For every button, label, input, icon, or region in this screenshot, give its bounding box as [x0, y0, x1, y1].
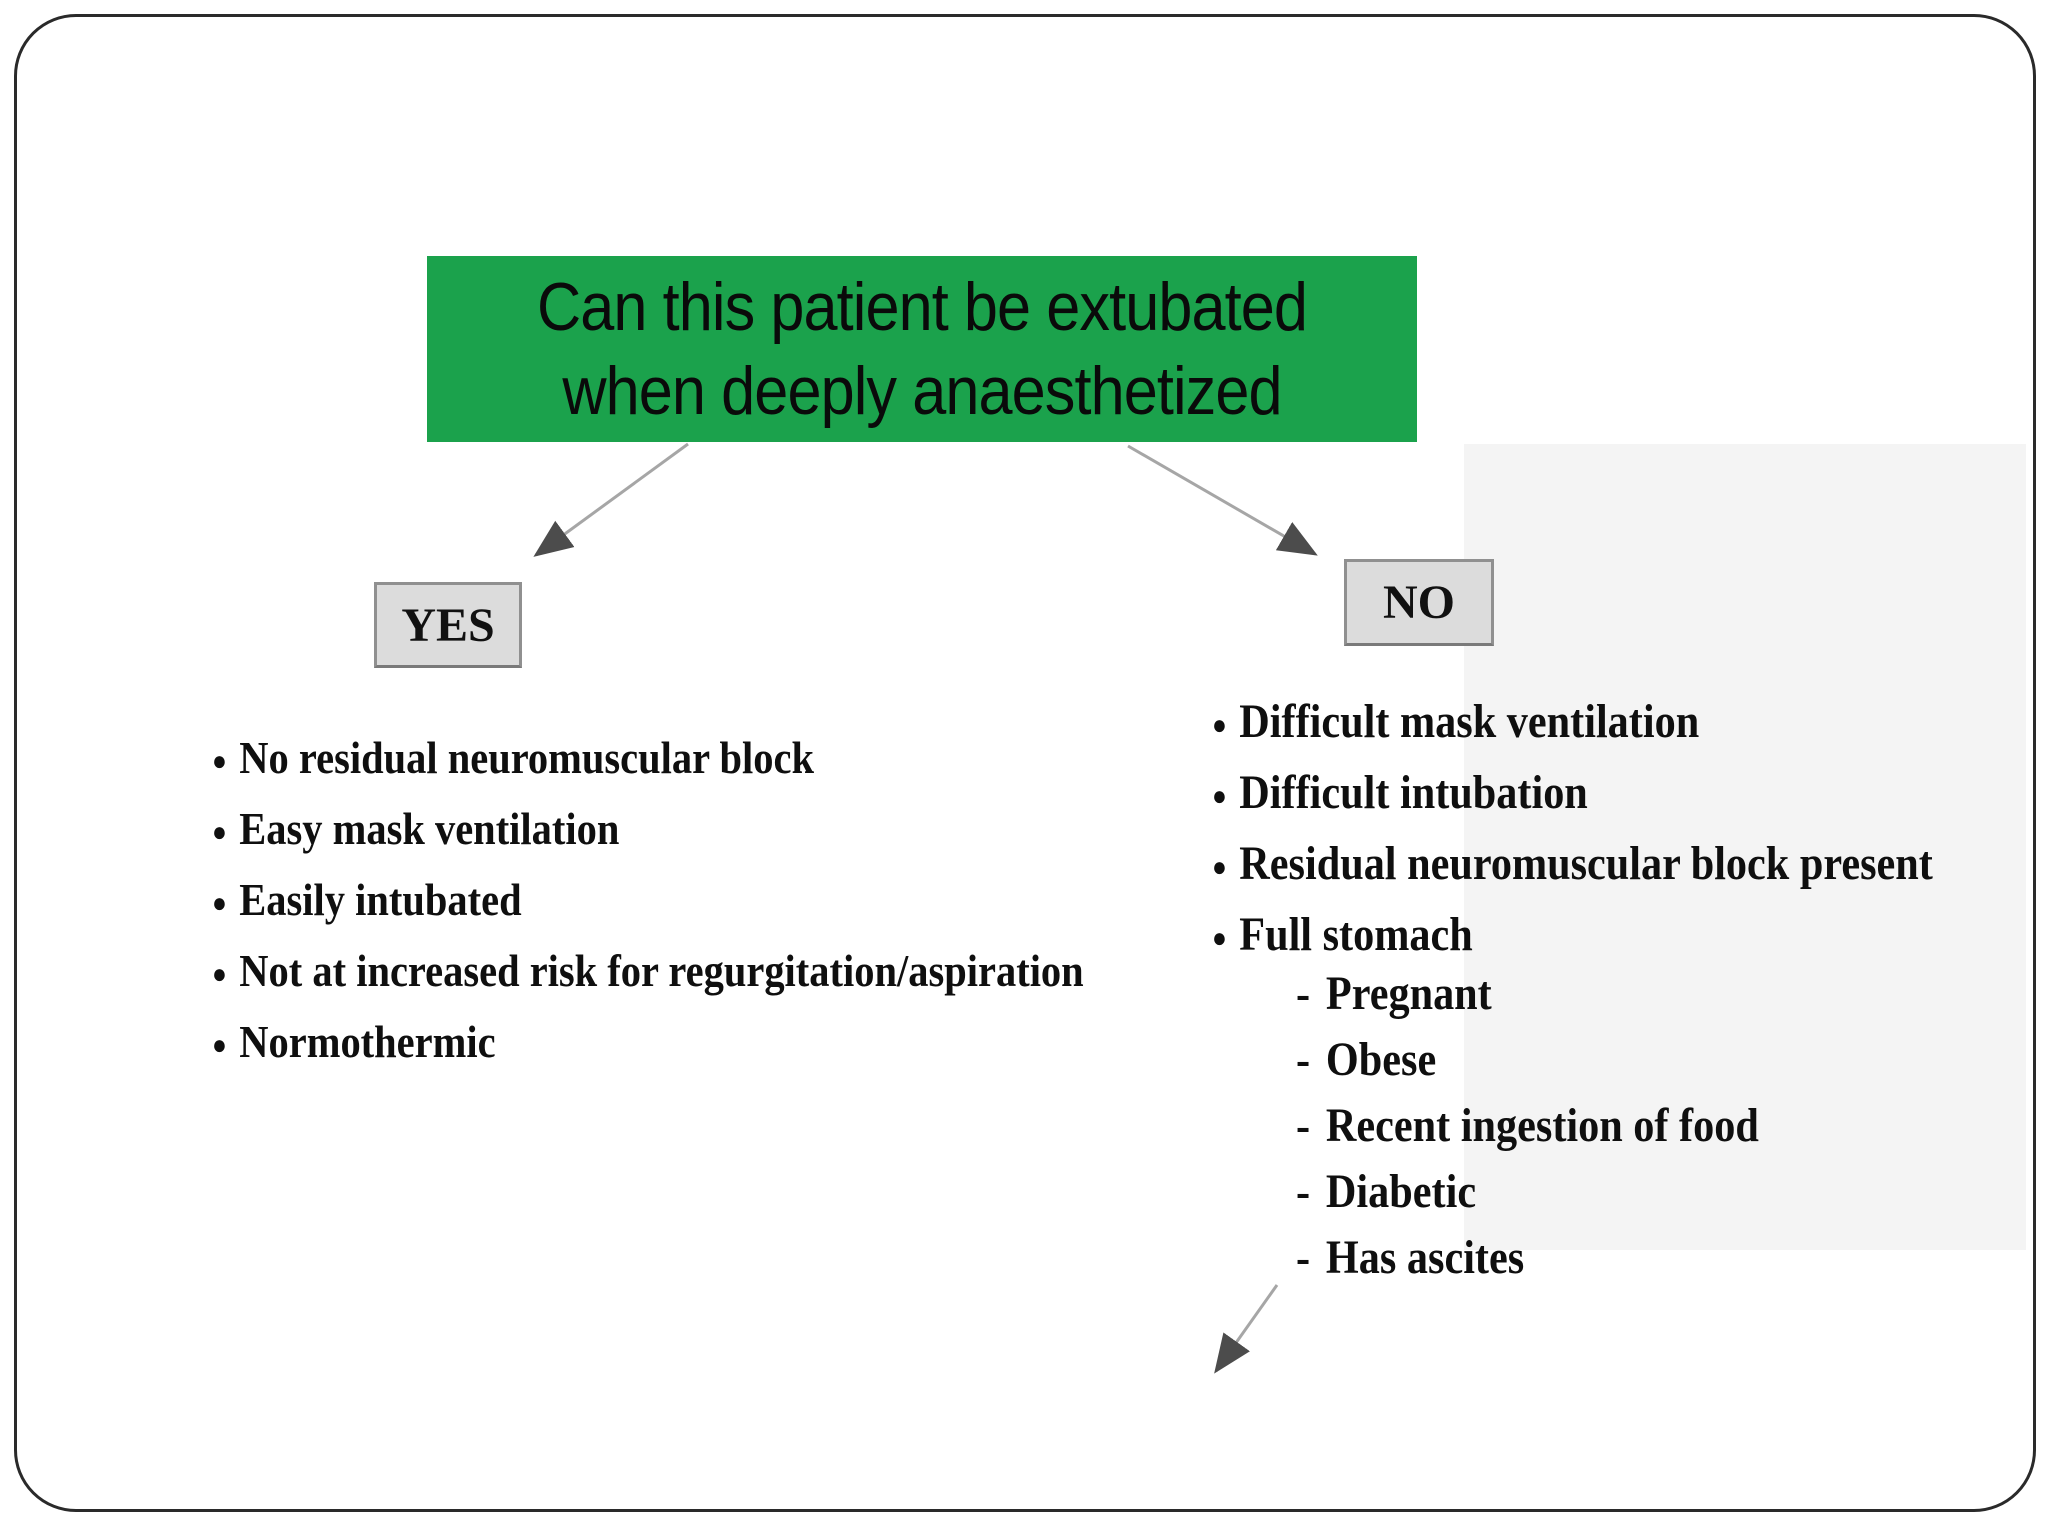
question-banner: Can this patient be extubated when deepl…	[427, 256, 1417, 442]
list-item-label: Residual neuromuscular block present	[1239, 837, 1933, 890]
list-item: ● Full stomach	[1212, 901, 1933, 972]
dash-marker: -	[1296, 1033, 1311, 1086]
list-item: ● Not at increased risk for regurgitation…	[212, 937, 1084, 1008]
bullet-marker: ●	[1212, 852, 1227, 883]
list-item-label: Easy mask ventilation	[239, 803, 620, 854]
question-line-1: Can this patient be extubated	[536, 269, 1308, 345]
list-item-label: Full stomach	[1239, 908, 1473, 961]
list-item: ● Residual neuromuscular block present	[1212, 830, 1933, 901]
arrow-to-no	[1127, 444, 1318, 556]
arrow-to-yes	[533, 442, 689, 557]
yes-criteria-list: ● No residual neuromuscular block ● Easy m…	[212, 724, 1084, 1079]
list-item: ● No residual neuromuscular block	[212, 724, 1084, 795]
list-item-label: Normothermic	[239, 1016, 496, 1067]
list-item-label: Easily intubated	[239, 874, 522, 925]
question-line-2: when deeply anaesthetized	[562, 353, 1282, 429]
sub-list-item-label: Pregnant	[1325, 967, 1492, 1020]
list-item: ● Difficult mask ventilation	[1212, 688, 1933, 759]
yes-label: YES	[401, 598, 495, 652]
bullet-marker: ●	[212, 817, 227, 848]
list-item: ● Easy mask ventilation	[212, 795, 1084, 866]
dash-marker: -	[1296, 1165, 1311, 1218]
sub-list-item: -Pregnant	[1296, 961, 1759, 1027]
list-item-label: Difficult mask ventilation	[1239, 695, 1700, 748]
sub-list-item: -Diabetic	[1296, 1159, 1759, 1225]
question-text: Can this patient be extubated when deepl…	[477, 265, 1368, 433]
dash-marker: -	[1296, 1231, 1311, 1284]
full-stomach-sublist: -Pregnant -Obese -Recent ingestion of fo…	[1296, 961, 1759, 1291]
scanned-figure-tint	[1464, 444, 2026, 1250]
sub-list-item: -Has ascites	[1296, 1225, 1759, 1291]
sub-list-item-label: Obese	[1325, 1033, 1437, 1086]
bullet-marker: ●	[1212, 710, 1227, 741]
sub-list-item-label: Recent ingestion of food	[1325, 1099, 1759, 1152]
sub-list-item: -Recent ingestion of food	[1296, 1093, 1759, 1159]
list-item-label: Difficult intubation	[1239, 766, 1588, 819]
no-box: NO	[1344, 559, 1494, 646]
list-item: ● Normothermic	[212, 1008, 1084, 1079]
list-item-label: Not at increased risk for regurgitation/…	[239, 945, 1084, 996]
list-item: ● Difficult intubation	[1212, 759, 1933, 830]
list-item-label: No residual neuromuscular block	[239, 732, 814, 783]
arrow-continuation	[1214, 1284, 1279, 1374]
bullet-marker: ●	[1212, 781, 1227, 812]
dash-marker: -	[1296, 1099, 1311, 1152]
no-label: NO	[1383, 576, 1455, 629]
bullet-marker: ●	[212, 1030, 227, 1061]
yes-box: YES	[374, 582, 522, 668]
no-criteria-list: ● Difficult mask ventilation ● Difficult i…	[1212, 688, 1933, 972]
bullet-marker: ●	[212, 888, 227, 919]
sub-list-item-label: Has ascites	[1325, 1231, 1525, 1284]
bullet-marker: ●	[1212, 923, 1227, 954]
bullet-marker: ●	[212, 746, 227, 777]
bullet-marker: ●	[212, 959, 227, 990]
sub-list-item-label: Diabetic	[1325, 1165, 1477, 1218]
dash-marker: -	[1296, 967, 1311, 1020]
list-item: ● Easily intubated	[212, 866, 1084, 937]
sub-list-item: -Obese	[1296, 1027, 1759, 1093]
